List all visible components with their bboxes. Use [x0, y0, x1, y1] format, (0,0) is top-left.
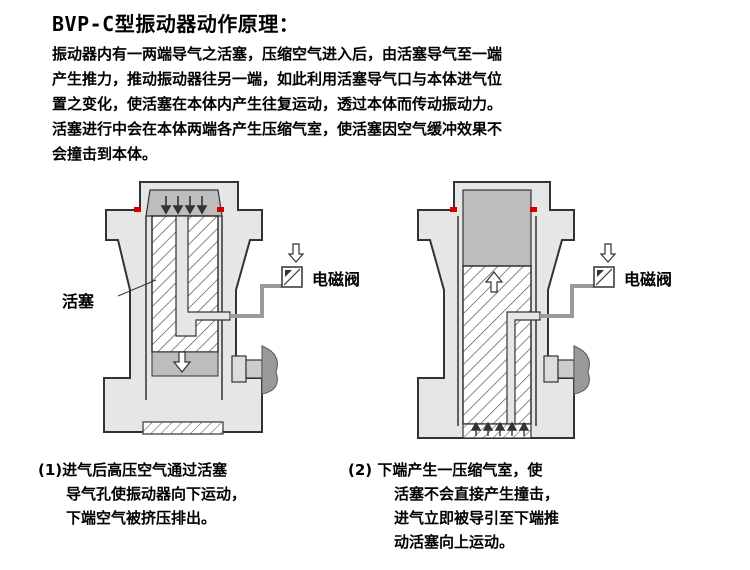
caption-line: (1)进气后高压空气通过活塞: [38, 461, 228, 479]
page-title: BVP-C型振动器动作原理：: [52, 12, 300, 36]
piston-label: 活塞: [62, 292, 95, 311]
description-line: 振动器内有一两端导气之活塞，压缩空气进入后，由活塞导气至一端: [52, 45, 503, 63]
description-line: 活塞进行中会在本体两端各产生压缩气室，使活塞因空气缓冲效果不: [52, 120, 503, 138]
right-up-arrows-icon: [470, 421, 530, 436]
right-caption: (2) 下端产生一压缩气室，使 活塞不会直接产生撞击， 进气立即被导引至下端推 …: [348, 458, 559, 554]
caption-line: 进气立即被导引至下端推: [394, 509, 560, 527]
description-paragraph: 振动器内有一两端导气之活塞，压缩空气进入后，由活塞导气至一端 产生推力，推动振动…: [52, 42, 692, 167]
right-up-arrow-icon: [484, 271, 504, 293]
right-mounting-bolt: [543, 345, 590, 395]
left-top-chamber: [145, 189, 223, 217]
caption-line: 活塞不会直接产生撞击，: [394, 485, 560, 503]
caption-line: 动活塞向上运动。: [394, 533, 515, 551]
left-vibrator-diagram: [103, 181, 305, 435]
right-valve-label: 电磁阀: [624, 270, 673, 289]
right-solenoid-valve-icon: [593, 243, 617, 288]
description-line: 置之变化，使活塞在本体内产生往复运动，透过本体而传动振动力。: [52, 95, 503, 113]
caption-line: 导气孔使振动器向下运动，: [66, 485, 247, 503]
left-piston-air-passage: [175, 215, 231, 337]
left-seal: [134, 207, 141, 212]
right-top-chamber: [462, 189, 532, 267]
left-caption: (1)进气后高压空气通过活塞 导气孔使振动器向下运动， 下端空气被挤压排出。: [38, 458, 246, 530]
left-mounting-bolt: [231, 345, 278, 395]
left-down-arrow-icon: [172, 351, 192, 373]
left-air-line: [230, 284, 282, 318]
right-vibrator-diagram: [417, 181, 617, 439]
right-base-plate: [462, 423, 532, 439]
caption-line: 下端空气被挤压排出。: [66, 509, 217, 527]
left-down-arrows-icon: [160, 196, 208, 215]
right-seal: [450, 207, 457, 212]
caption-line: (2) 下端产生一压缩气室，使: [348, 461, 543, 479]
description-line: 产生推力，推动振动器往另一端，如此利用活塞导气口与本体进气位: [52, 70, 503, 88]
left-seal: [217, 207, 224, 212]
left-base-plate: [142, 421, 224, 435]
left-valve-label: 电磁阀: [312, 270, 361, 289]
right-seal: [530, 207, 537, 212]
left-piston-pointer: [117, 279, 157, 297]
left-solenoid-valve-icon: [281, 243, 305, 288]
right-air-line: [540, 284, 594, 318]
description-line: 会撞击到本体。: [52, 145, 158, 163]
